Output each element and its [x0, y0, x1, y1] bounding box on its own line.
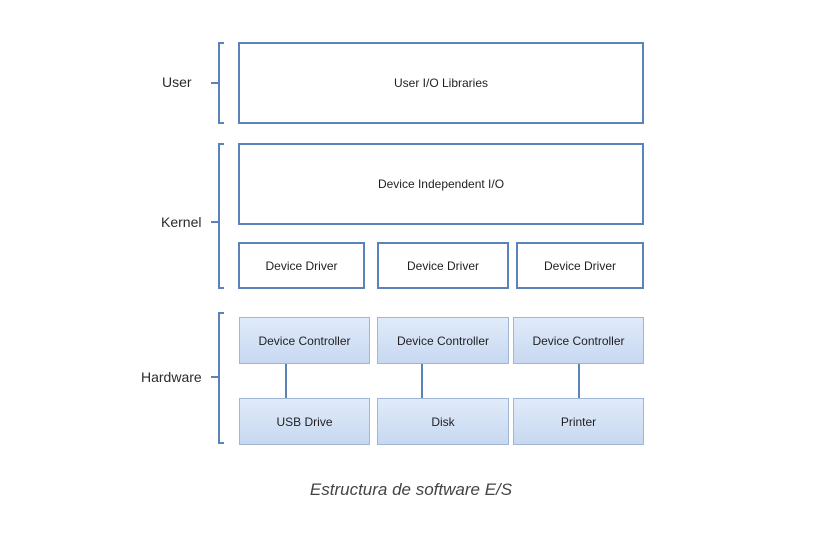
layer-label-user: User	[162, 74, 192, 90]
device-driver-label: Device Driver	[406, 258, 479, 273]
printer-label: Printer	[560, 414, 597, 429]
connector-line-1	[285, 364, 287, 398]
device-independent-io-box: Device Independent I/O	[238, 143, 644, 225]
user-io-libraries-label: User I/O Libraries	[393, 76, 489, 90]
device-independent-io-label: Device Independent I/O	[377, 177, 505, 191]
figure-caption: Estructura de software E/S	[309, 480, 513, 499]
device-controller-box-2: Device Controller	[377, 317, 509, 364]
printer-box: Printer	[513, 398, 644, 445]
device-controller-label: Device Controller	[258, 333, 351, 348]
device-driver-box-1: Device Driver	[238, 242, 365, 289]
bracket-user	[210, 42, 226, 124]
bracket-kernel	[210, 143, 226, 289]
device-driver-label: Device Driver	[543, 258, 616, 273]
layer-label-hardware: Hardware	[141, 369, 202, 385]
device-controller-box-3: Device Controller	[513, 317, 644, 364]
device-controller-label: Device Controller	[396, 333, 490, 348]
disk-box: Disk	[377, 398, 509, 445]
disk-label: Disk	[431, 414, 455, 429]
device-driver-box-3: Device Driver	[516, 242, 644, 289]
connector-line-3	[578, 364, 580, 398]
user-io-libraries-box: User I/O Libraries	[238, 42, 644, 124]
connector-line-2	[421, 364, 423, 398]
usb-drive-label: USB Drive	[276, 414, 333, 429]
usb-drive-box: USB Drive	[239, 398, 370, 445]
device-controller-box-1: Device Controller	[239, 317, 370, 364]
device-controller-label: Device Controller	[532, 333, 625, 348]
device-driver-label: Device Driver	[265, 258, 338, 273]
bracket-hardware	[210, 312, 226, 444]
device-driver-box-2: Device Driver	[377, 242, 509, 289]
layer-label-kernel: Kernel	[161, 214, 202, 230]
